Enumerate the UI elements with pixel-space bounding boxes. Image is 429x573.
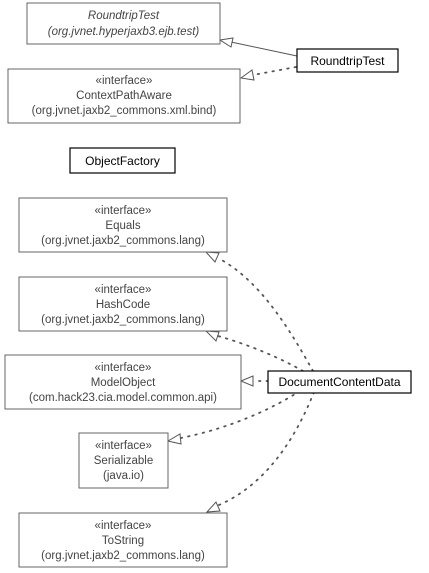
arrowhead-triangle — [166, 433, 182, 445]
edge-line — [252, 66, 297, 76]
class-name: HashCode — [96, 299, 150, 311]
class-package: (org.jvnet.jaxb2_commons.lang) — [41, 314, 205, 326]
class-package: (java.io) — [103, 470, 144, 482]
class-name: ToString — [102, 535, 144, 547]
stereotype-label: «interface» — [95, 205, 152, 217]
edge-line — [218, 391, 315, 506]
arrowhead-triangle — [204, 251, 220, 263]
node-roundtrip-test-parent[interactable]: RoundtripTest (org.jvnet.hyperjaxb3.ejb.… — [26, 2, 221, 45]
stereotype-label: «interface» — [95, 362, 152, 374]
node-roundtrip-test[interactable]: RoundtripTest — [296, 48, 399, 73]
stereotype-label: «interface» — [96, 75, 153, 87]
node-serializable[interactable]: «interface» Serializable (java.io) — [78, 432, 169, 489]
edges — [166, 37, 315, 513]
node-to-string[interactable]: «interface» ToString (org.jvnet.jaxb2_co… — [18, 512, 228, 568]
arrowhead-triangle — [218, 37, 234, 48]
stereotype-label: «interface» — [95, 284, 152, 296]
edge-document-implements-serializable — [166, 390, 301, 445]
arrowhead-triangle — [205, 501, 221, 513]
class-name: RoundtripTest — [310, 54, 385, 68]
edge-line — [180, 390, 301, 439]
stereotype-label: «interface» — [95, 440, 152, 452]
class-name: ObjectFactory — [85, 154, 160, 168]
edge-line — [230, 41, 298, 57]
node-document-content-data[interactable]: DocumentContentData — [267, 370, 412, 394]
arrowhead-triangle — [239, 69, 255, 81]
class-name: DocumentContentData — [278, 375, 400, 389]
stereotype-label: «interface» — [95, 520, 152, 532]
node-object-factory[interactable]: ObjectFactory — [69, 147, 176, 174]
edge-line — [217, 335, 304, 372]
class-package: (org.jvnet.hyperjaxb3.ejb.test) — [48, 26, 200, 38]
edge-roundtrip-implements-contextpathaware — [239, 66, 297, 81]
class-name: ContextPathAware — [76, 90, 172, 102]
class-package: (org.jvnet.jaxb2_commons.lang) — [41, 550, 205, 562]
class-name: ModelObject — [91, 377, 156, 389]
arrowhead-triangle — [204, 330, 220, 342]
arrowhead-triangle — [239, 375, 254, 387]
node-hash-code[interactable]: «interface» HashCode (org.jvnet.jaxb2_co… — [18, 276, 228, 332]
node-model-object[interactable]: «interface» ModelObject (com.hack23.cia.… — [4, 354, 242, 410]
class-package: (org.jvnet.jaxb2_commons.xml.bind) — [32, 105, 217, 117]
edge-document-implements-tostring — [205, 391, 315, 513]
class-name: RoundtripTest — [88, 10, 160, 22]
edge-document-implements-modelobject — [239, 375, 269, 387]
node-equals[interactable]: «interface» Equals (org.jvnet.jaxb2_comm… — [18, 197, 228, 253]
class-package: (org.jvnet.jaxb2_commons.lang) — [41, 235, 205, 247]
class-name: Equals — [105, 220, 140, 232]
class-package: (com.hack23.cia.model.common.api) — [29, 392, 217, 404]
edge-line — [217, 257, 314, 372]
class-name: Serializable — [94, 455, 153, 467]
node-context-path-aware[interactable]: «interface» ContextPathAware (org.jvnet.… — [7, 68, 241, 124]
edge-roundtrip-extends — [218, 37, 298, 57]
